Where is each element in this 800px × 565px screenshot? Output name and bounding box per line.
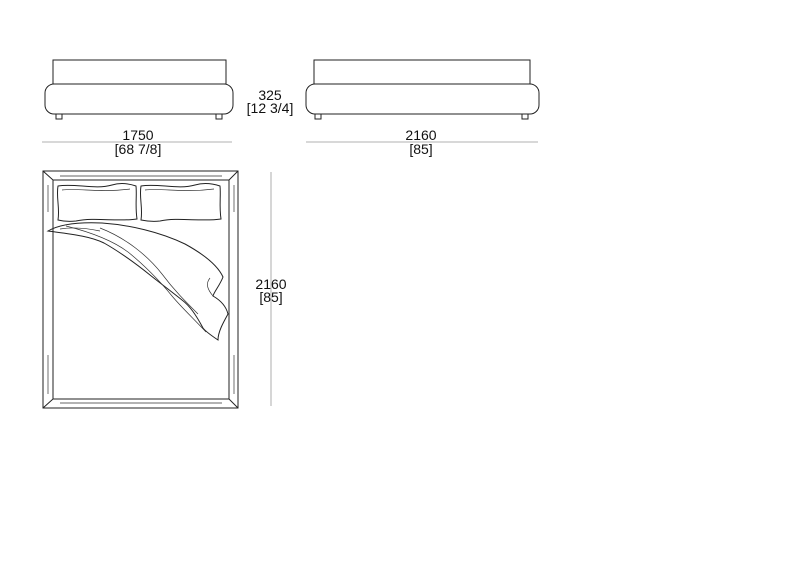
side-headboard bbox=[313, 59, 531, 85]
blanket-fold bbox=[207, 277, 214, 297]
bed-frame-inner bbox=[52, 179, 230, 400]
front-view bbox=[42, 59, 234, 143]
height-mm-label: 325 bbox=[258, 87, 282, 103]
top-view bbox=[42, 170, 239, 409]
side-foot-right bbox=[521, 113, 529, 120]
front-width-in-label: [68 7/8] bbox=[115, 141, 162, 157]
corner-tr bbox=[228, 170, 239, 181]
front-foot-right bbox=[215, 113, 223, 120]
corner-bl bbox=[42, 398, 54, 409]
pillow-left bbox=[56, 182, 138, 222]
front-base bbox=[44, 83, 234, 115]
side-view bbox=[305, 59, 540, 143]
pillow-left-fold bbox=[61, 188, 131, 191]
side-foot-left bbox=[314, 113, 322, 120]
blanket bbox=[46, 222, 229, 341]
side-base bbox=[305, 83, 540, 115]
bed-frame-outer bbox=[42, 170, 239, 409]
blanket-fold bbox=[99, 227, 199, 315]
pillow-right-fold bbox=[144, 188, 215, 191]
blanket-fold bbox=[59, 227, 101, 232]
front-width-mm-label: 1750 bbox=[122, 127, 153, 143]
side-length-in-label: [85] bbox=[409, 141, 432, 157]
corner-br bbox=[228, 398, 239, 409]
blanket-fold bbox=[65, 225, 207, 333]
front-headboard bbox=[52, 59, 227, 85]
front-foot-left bbox=[55, 113, 63, 120]
height-in-label: [12 3/4] bbox=[247, 100, 294, 116]
corner-tl bbox=[42, 170, 54, 181]
pillow-right bbox=[139, 182, 222, 222]
side-length-mm-label: 2160 bbox=[405, 127, 436, 143]
